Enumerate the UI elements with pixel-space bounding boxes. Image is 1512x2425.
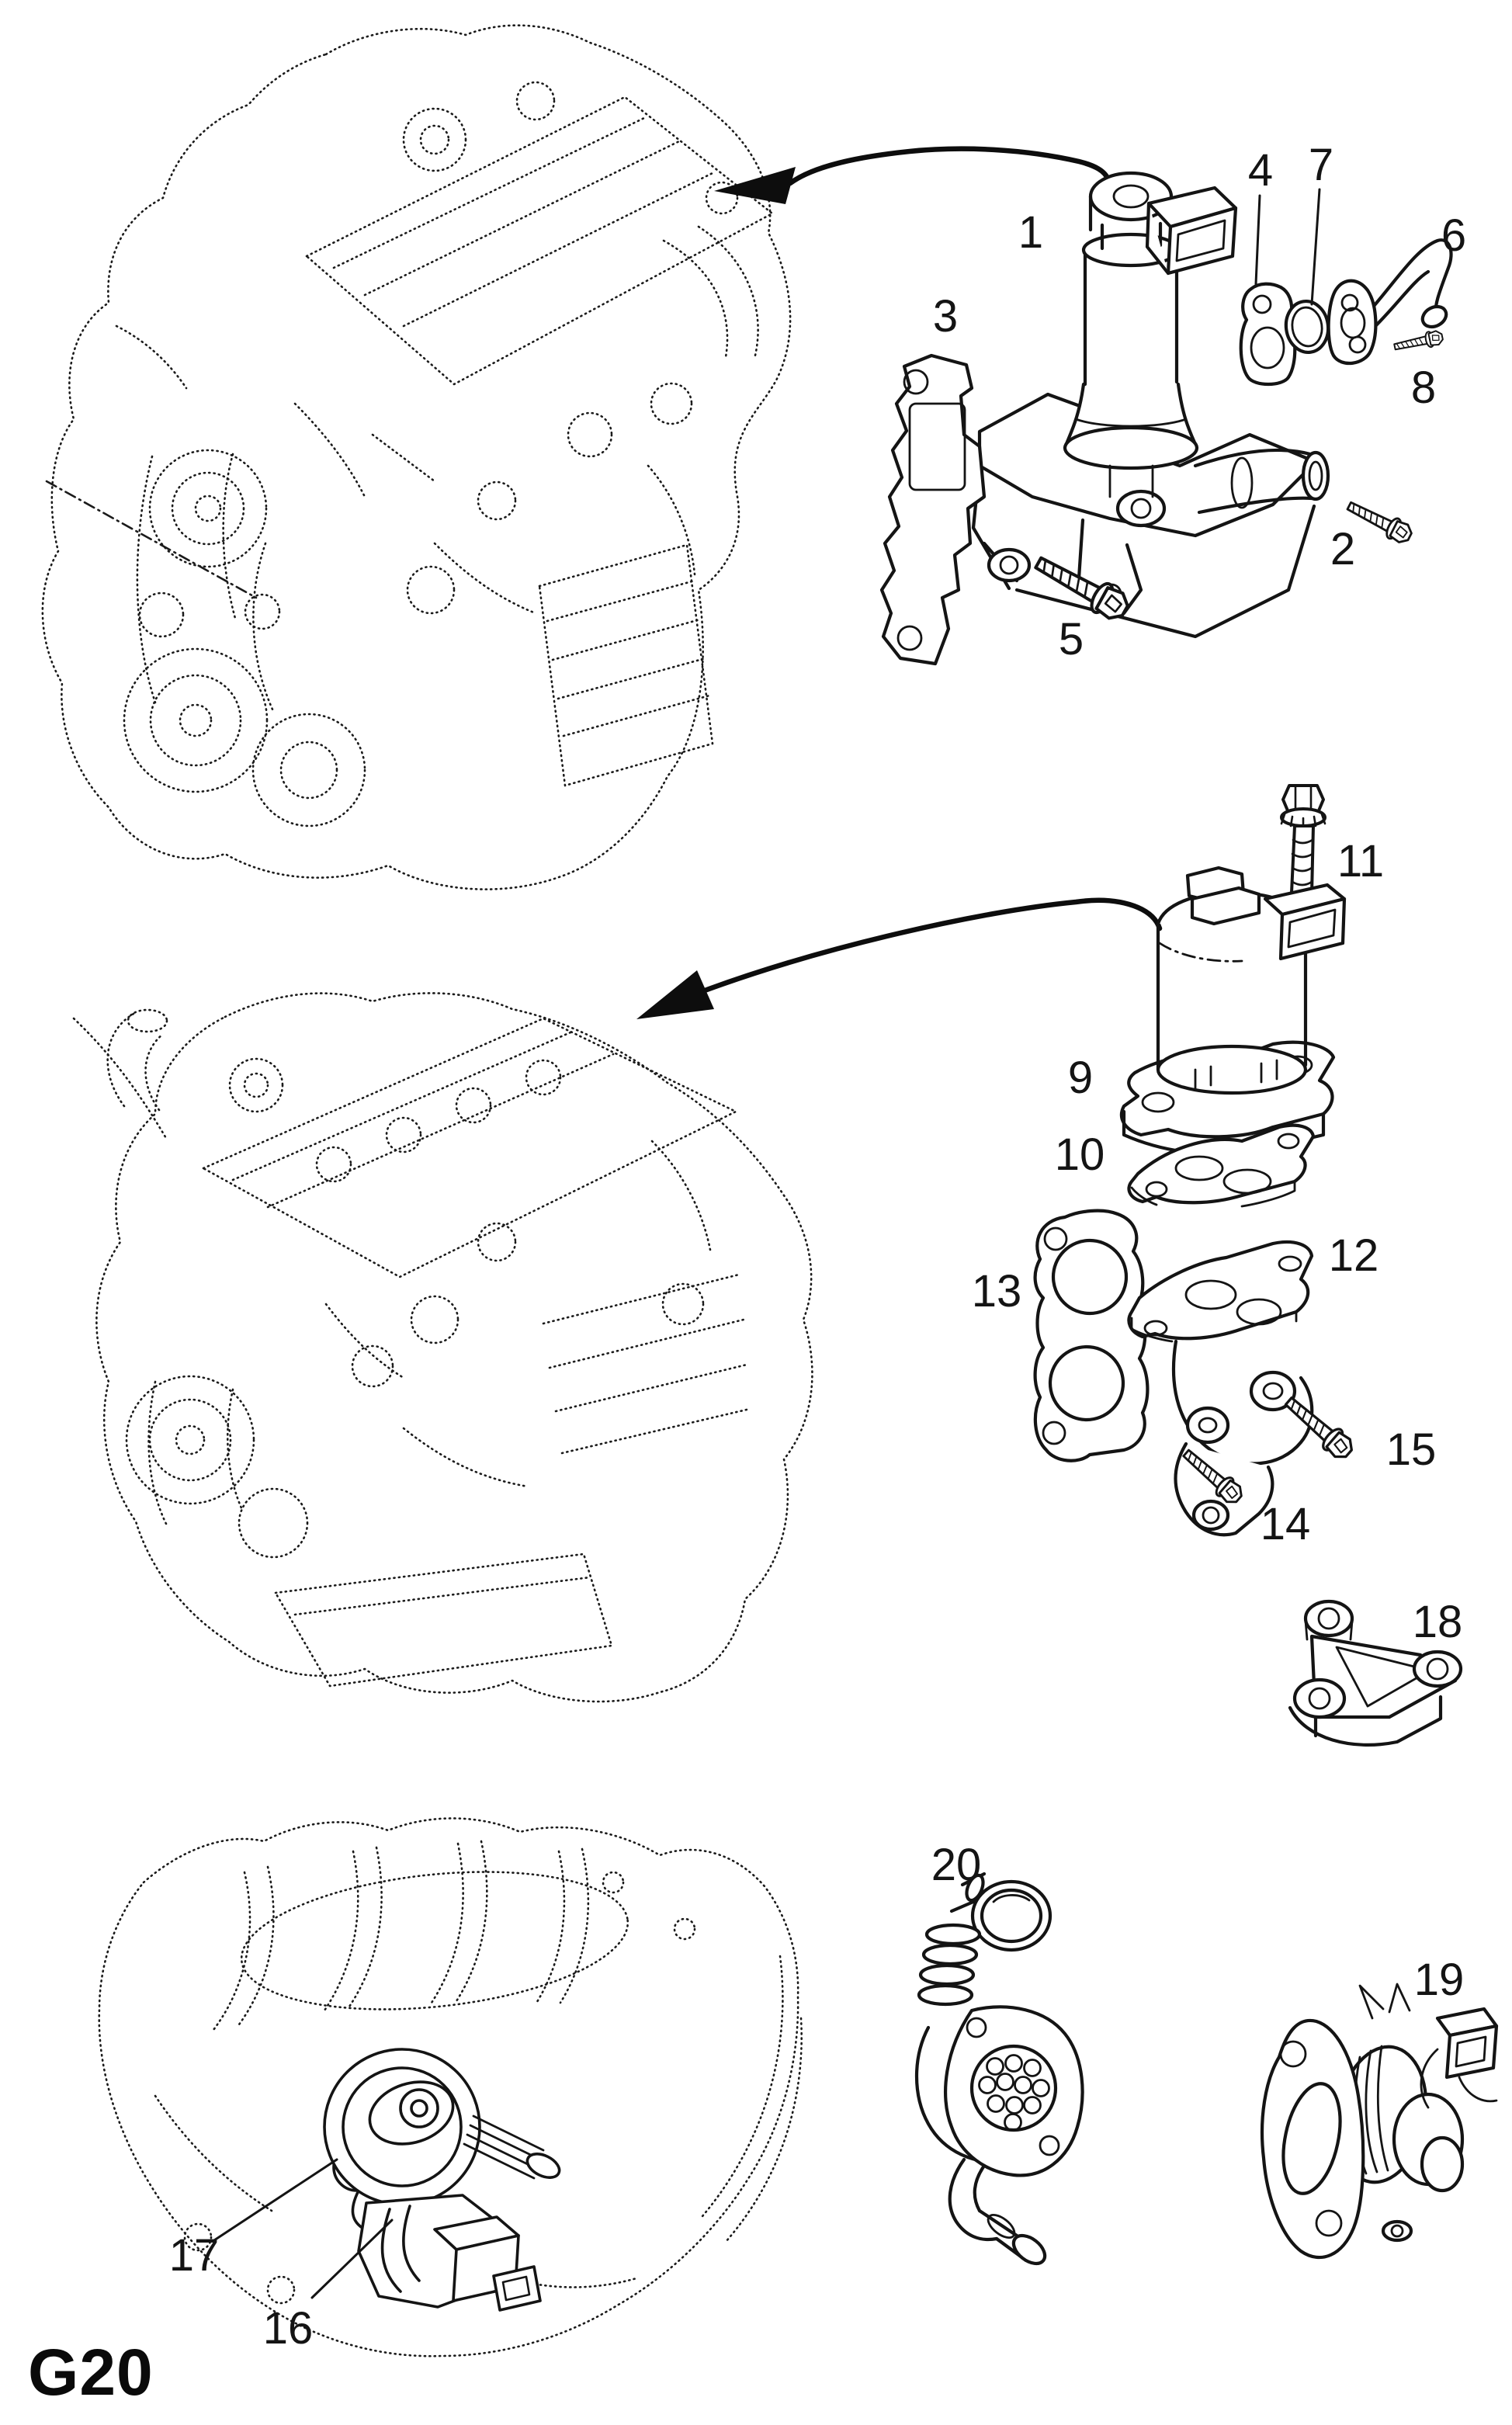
callout-4: 4 (1247, 145, 1274, 196)
egr-cooler-part20 (914, 1872, 1084, 2266)
engine-illustration-top (41, 24, 792, 890)
bolt-part8 (1392, 328, 1445, 356)
egr-valve-assembly-part1 (971, 171, 1330, 639)
callout-19: 19 (1413, 1955, 1465, 2005)
callout-15: 15 (1385, 1424, 1437, 1475)
leader-4 (1254, 194, 1261, 286)
callout-11: 11 (1337, 836, 1385, 886)
egr-valve-part19 (1260, 1983, 1499, 2260)
leader-17 (213, 2158, 338, 2242)
callout-1: 1 (1018, 207, 1044, 258)
callout-18: 18 (1412, 1597, 1463, 1647)
callout-17: 17 (168, 2230, 220, 2281)
callout-16: 16 (262, 2303, 314, 2354)
callout-20: 20 (931, 1840, 982, 1890)
callout-3: 3 (932, 291, 959, 342)
engine-illustration-middle (72, 992, 813, 1703)
callout-12: 12 (1328, 1230, 1379, 1281)
callout-13: 13 (971, 1266, 1022, 1317)
arrowhead-icon (636, 970, 714, 1019)
vacuum-actuator-assembly (323, 2048, 561, 2312)
callout-8: 8 (1410, 363, 1437, 413)
leader-16 (310, 2219, 394, 2299)
callout-6: 6 (1441, 210, 1467, 261)
bracket-part18 (1288, 1599, 1463, 1747)
gasket-part10 (1127, 1123, 1316, 1208)
egr-valve-part9 (1119, 866, 1347, 1156)
leader-7 (1310, 188, 1321, 306)
arrowhead-icon (714, 167, 796, 204)
reference-arrow-middle (636, 897, 1163, 1019)
reference-arrow-top (714, 146, 1111, 204)
gasket-part3 (879, 353, 987, 666)
section-code: G20 (28, 2336, 154, 2409)
callout-14: 14 (1260, 1499, 1311, 1549)
egr-pipe-part6 (1326, 238, 1453, 366)
leader-lines (213, 188, 1321, 2299)
callout-5: 5 (1058, 614, 1084, 664)
gasket-part4 (1239, 282, 1297, 386)
adapter-flange-part12 (1127, 1240, 1314, 1537)
intake-manifold-illustration (98, 1817, 803, 2357)
callout-10: 10 (1054, 1129, 1105, 1180)
callout-9: 9 (1067, 1053, 1094, 1103)
callout-2: 2 (1330, 524, 1356, 574)
callout-7: 7 (1308, 140, 1334, 190)
gasket-part13 (1033, 1209, 1150, 1462)
